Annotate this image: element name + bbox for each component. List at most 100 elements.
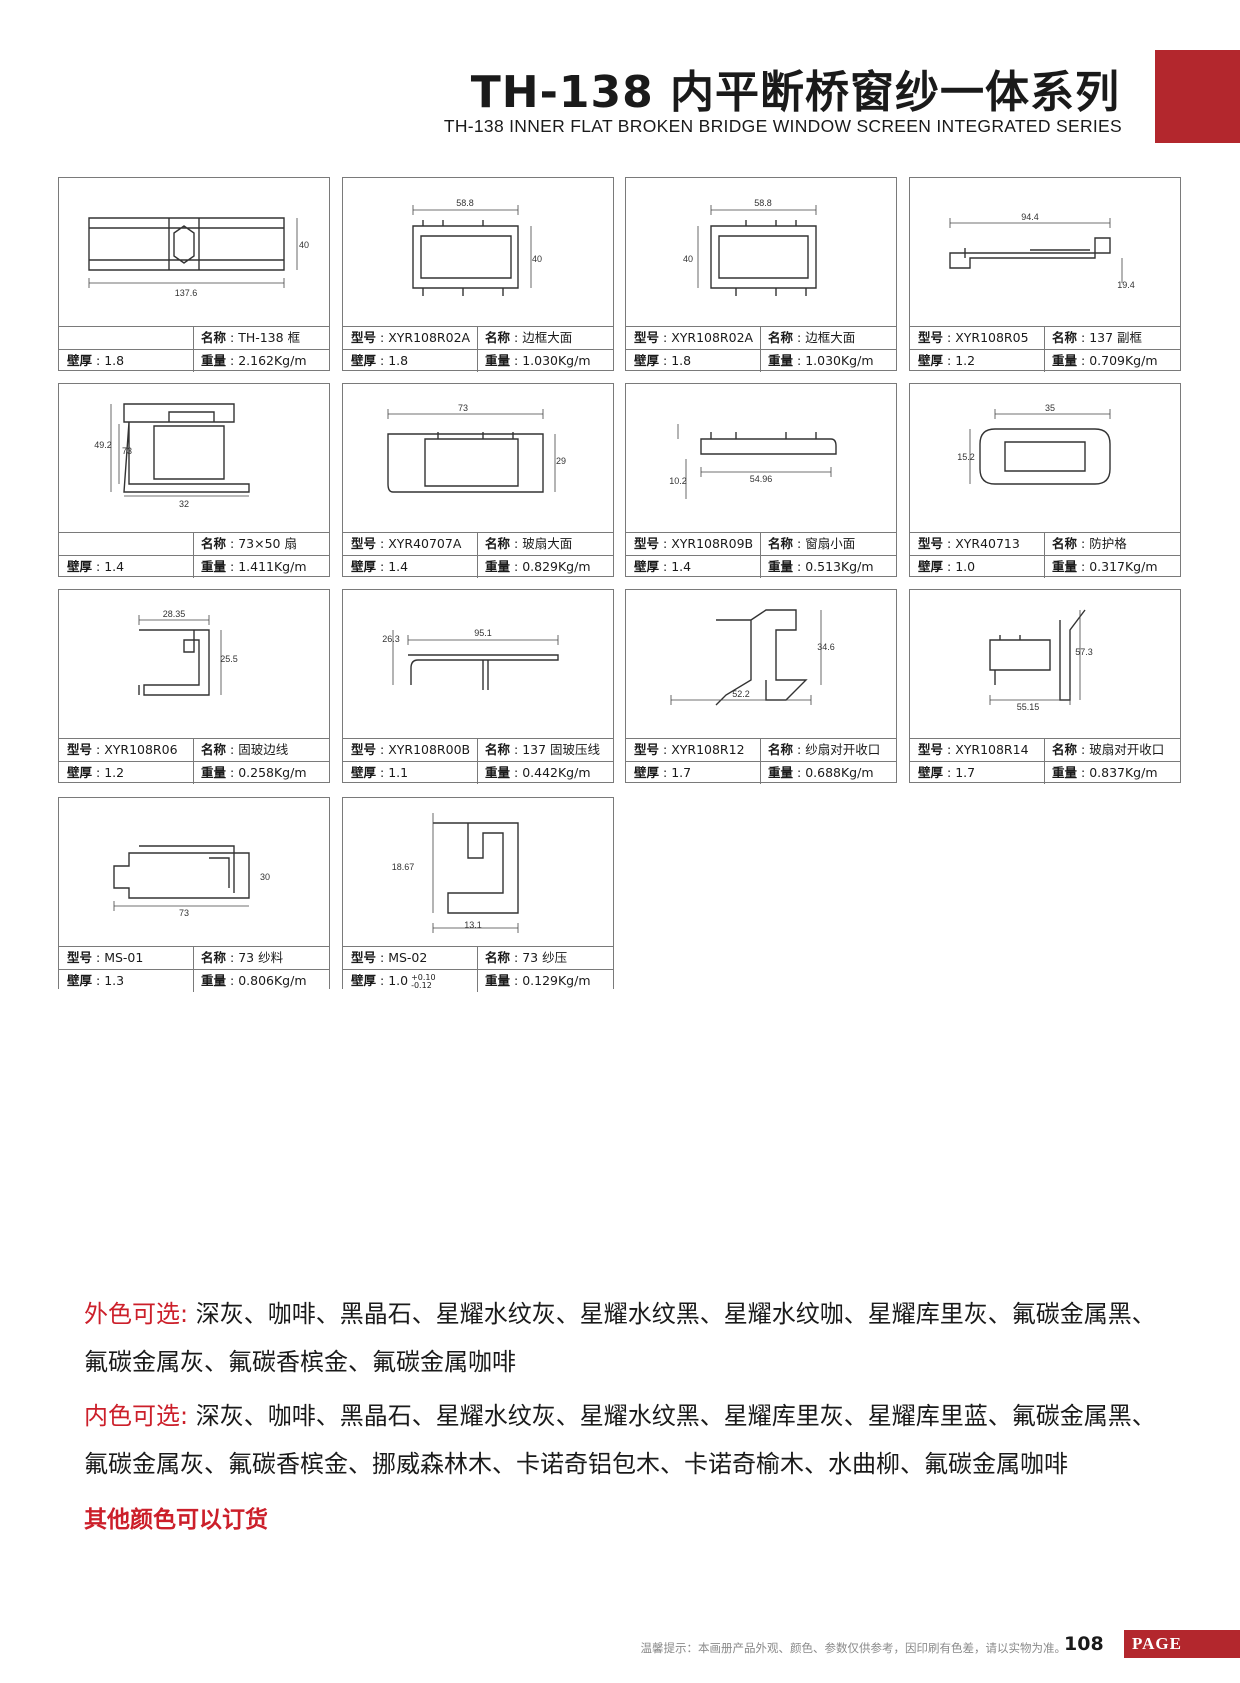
profile-info-row-1: 名称 : 73×50 扇 [59,533,329,555]
profile-weight: 重量 : 2.162Kg/m [201,353,307,368]
profile-weight: 重量 : 0.829Kg/m [485,559,591,574]
outer-colors-label: 外色可选: [84,1300,189,1328]
model-value: XYR108R05 [955,330,1029,345]
model-value: XYR108R12 [671,742,745,757]
profile-outline [113,845,250,899]
model-value: MS-01 [104,950,144,965]
profile-name: 名称 : 73 纱料 [201,950,284,965]
profile-name: 名称 : 玻扇对开收口 [1052,742,1165,757]
profile-info-row-1: 名称 : TH-138 框 [59,327,329,349]
name-key: 名称 [201,742,227,757]
model-key: 型号 [351,742,377,757]
wall-key: 壁厚 [67,353,93,368]
dimension-label: 30 [260,872,270,882]
dimension-label: 35 [1045,403,1055,413]
dimension-label: 54.96 [750,474,773,484]
profile-model: 型号 : XYR108R06 [59,739,194,761]
name-key: 名称 [1052,742,1078,757]
name-value: 边框大面 [522,330,573,345]
page-label: PAGE [1132,1634,1182,1653]
dimension-label: 18.67 [392,862,415,872]
outer-colors-line1: 深灰、咖啡、黑晶石、星耀水纹灰、星耀水纹黑、星耀水纹咖、星耀库里灰、氟碳金属黑、 [195,1300,1156,1328]
name-key: 名称 [485,536,511,551]
inner-colors: 内色可选: 深灰、咖啡、黑晶石、星耀水纹灰、星耀水纹黑、星耀库里灰、星耀库里蓝、… [84,1392,1174,1488]
wall-value: 1.3 [104,973,125,988]
profile-cross-section: 95.126.3 [382,628,559,690]
profile-outline [715,609,808,706]
profile-name: 名称 : 137 副框 [1052,330,1143,345]
profile-model: 型号 : MS-02 [343,947,478,969]
dimension-lines [110,404,249,497]
inner-colors-line2: 氟碳金属灰、氟碳香槟金、挪威森林木、卡诺奇铝包木、卡诺奇榆木、水曲柳、氟碳金属咖… [84,1450,1068,1478]
wall-value: 1.7 [671,765,692,780]
dimension-lines [412,205,532,288]
wall-key: 壁厚 [351,559,377,574]
profile-model: 型号 : XYR108R12 [626,739,761,761]
weight-key: 重量 [485,353,511,368]
profile-outline [700,432,837,455]
dimension-label: 28.35 [163,609,186,619]
profile-cross-section: 94.419.4 [949,212,1135,290]
model-key: 型号 [351,950,377,965]
dimension-label: 19.4 [1117,280,1135,290]
profile-wall: 壁厚 : 1.2 [59,762,194,784]
profile-wall: 壁厚 : 1.4 [59,556,194,578]
dimension-label: 52.2 [732,689,750,699]
wall-value: 1.4 [104,559,125,574]
name-value: 137 副框 [1089,330,1143,345]
wall-value: 1.4 [671,559,692,574]
wall-tolerance: +0.10-0.12 [411,972,436,990]
dimension-label: 49.2 [94,440,112,450]
profile-weight: 重量 : 1.030Kg/m [485,353,591,368]
wall-key: 壁厚 [634,353,660,368]
model-key: 型号 [67,742,93,757]
model-key: 型号 [351,536,377,551]
name-key: 名称 [768,330,794,345]
profile-weight: 重量 : 1.411Kg/m [201,559,307,574]
profile-model [59,533,194,555]
wall-key: 壁厚 [634,765,660,780]
weight-value: 1.030Kg/m [805,353,874,368]
order-note: 其他颜色可以订货 [84,1507,268,1533]
weight-value: 0.129Kg/m [522,973,591,988]
name-value: 73 纱料 [238,950,284,965]
profile-model: 型号 : XYR108R00B [343,739,478,761]
name-value: 137 固玻压线 [522,742,601,757]
weight-value: 0.317Kg/m [1089,559,1158,574]
profile-cross-section: 58.840 [683,198,817,296]
weight-value: 0.258Kg/m [238,765,307,780]
profile-model: 型号 : XYR40713 [910,533,1045,555]
profile-name: 名称 : 窗扇小面 [768,536,856,551]
inner-colors-line1: 深灰、咖啡、黑晶石、星耀水纹灰、星耀水纹黑、星耀库里灰、星耀库里蓝、氟碳金属黑、 [195,1402,1156,1430]
wall-key: 壁厚 [351,765,377,780]
wall-key: 壁厚 [918,559,944,574]
profile-model: 型号 : XYR108R05 [910,327,1045,349]
dimension-label: 15.2 [957,452,975,462]
profile-cross-section: 137.640 [88,217,309,298]
name-key: 名称 [201,536,227,551]
